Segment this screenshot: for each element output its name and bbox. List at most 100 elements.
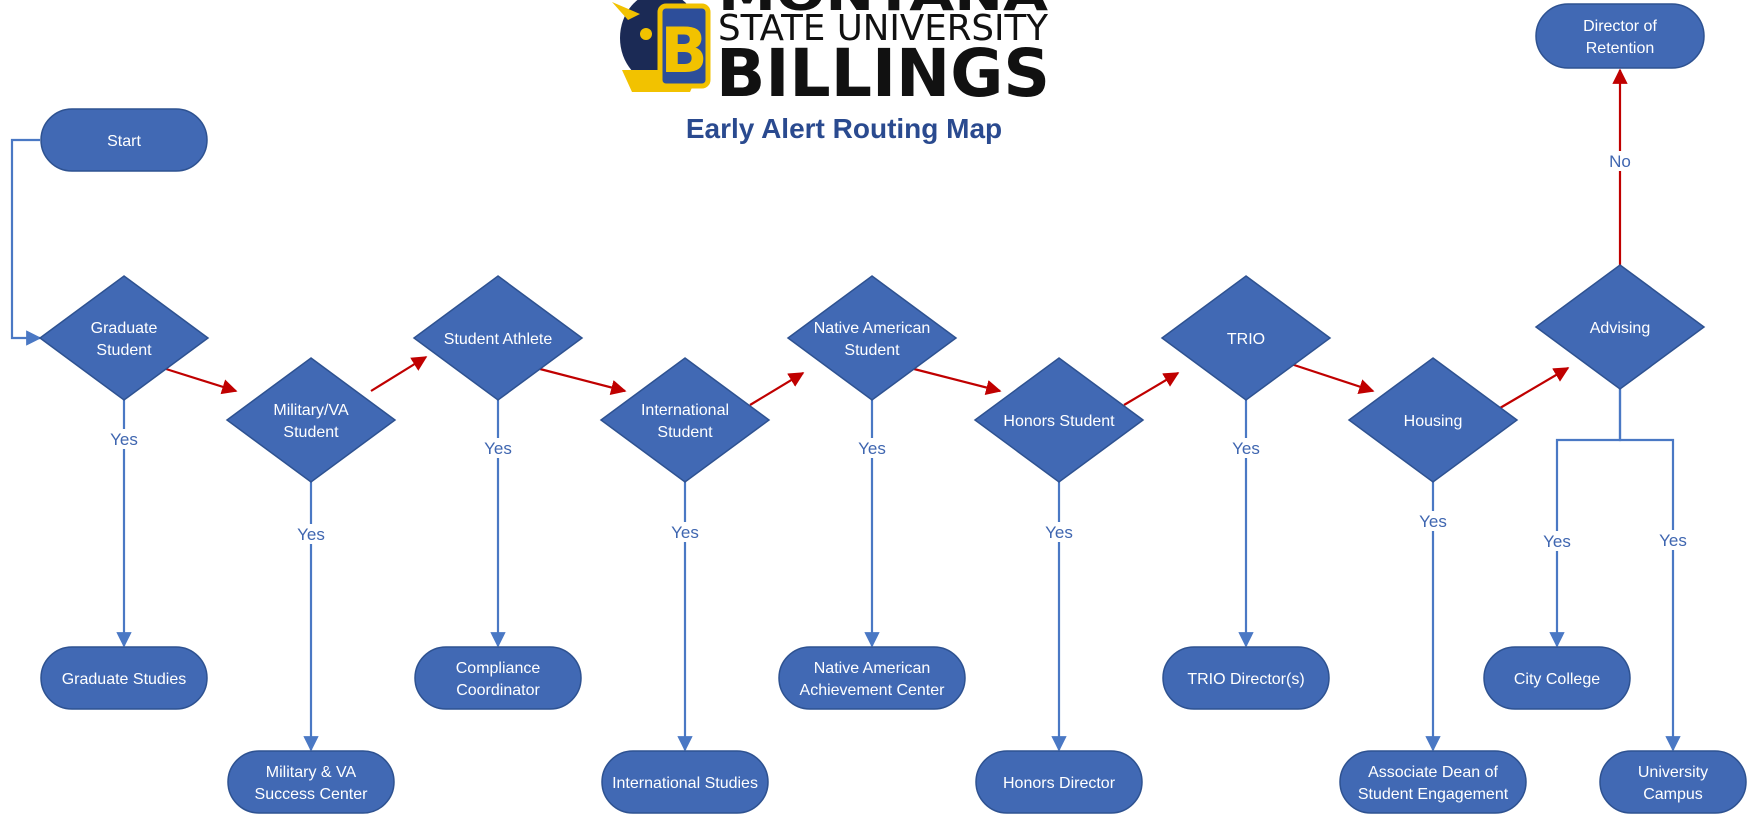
logo-line-montana: MONTANA xyxy=(718,0,1048,21)
edge-graduate-student-to-military-va-student xyxy=(165,367,238,395)
edge-housing-to-associate-dean: Yes xyxy=(1415,482,1451,752)
edge-advising-to-city-college: Yes xyxy=(1539,389,1622,648)
edge-arrow xyxy=(165,367,238,395)
node-label: Director of xyxy=(1583,18,1657,35)
logo-line-billings: BILLINGS xyxy=(716,35,1050,112)
edge-arrow xyxy=(1123,372,1180,406)
edge-label: Yes xyxy=(1543,532,1571,551)
node-label: Campus xyxy=(1643,786,1703,803)
edge-arrow xyxy=(1618,389,1681,752)
node-label: Graduate Studies xyxy=(62,671,187,688)
terminal-pill xyxy=(1483,646,1631,710)
node-label: Success Center xyxy=(255,786,369,803)
node-label: Student xyxy=(283,424,339,441)
node-label: University xyxy=(1638,764,1708,781)
edge-housing-to-advising xyxy=(1499,367,1570,409)
node-label: Advising xyxy=(1590,320,1650,337)
node-label: Student Engagement xyxy=(1358,786,1509,803)
node-international-studies: International Studies xyxy=(601,750,769,814)
node-label: Coordinator xyxy=(456,682,540,699)
decision-diamond xyxy=(412,275,584,401)
edge-native-american-student-to-honors-student xyxy=(913,367,1002,396)
node-advising: Advising xyxy=(1534,264,1706,390)
edge-label: Yes xyxy=(110,430,138,449)
edge-label: No xyxy=(1609,152,1631,171)
edge-student-athlete-to-compliance-coordinator: Yes xyxy=(480,400,516,648)
terminal-pill xyxy=(1339,750,1527,814)
edge-label: Yes xyxy=(484,439,512,458)
edge-international-student-to-native-american-student xyxy=(749,372,805,406)
edge-label: Yes xyxy=(1232,439,1260,458)
node-label: Military & VA xyxy=(266,764,357,781)
edge-arrow xyxy=(749,372,805,406)
node-label: International xyxy=(641,402,729,419)
edge-label: Yes xyxy=(297,525,325,544)
node-start: Start xyxy=(40,108,208,172)
edge-label: Yes xyxy=(671,523,699,542)
terminal-pill xyxy=(778,646,966,710)
edge-honors-student-to-honors-director: Yes xyxy=(1041,482,1077,752)
node-trio: TRIO xyxy=(1160,275,1332,401)
logo-line-state-university: STATE UNIVERSITY xyxy=(718,8,1049,49)
decision-diamond xyxy=(786,275,958,401)
node-label: Student xyxy=(657,424,713,441)
decision-diamond xyxy=(225,357,397,483)
node-label: Start xyxy=(107,133,141,150)
node-label: TRIO xyxy=(1227,331,1265,348)
svg-text:B: B xyxy=(660,14,707,87)
node-label: Student Athlete xyxy=(444,331,553,348)
edge-arrow xyxy=(370,356,428,392)
edge-start-to-graduate-student xyxy=(10,138,42,346)
node-city-college: City College xyxy=(1483,646,1631,710)
terminal-pill xyxy=(1162,646,1330,710)
terminal-pill xyxy=(1535,3,1705,69)
edge-advising-to-director-of-retention: No xyxy=(1602,68,1638,265)
university-logo: B MONTANA STATE UNIVERSITY BILLINGS xyxy=(612,0,1050,112)
edge-advising-to-university-campus: Yes xyxy=(1618,389,1691,752)
node-label: City College xyxy=(1514,671,1600,688)
edge-arrow xyxy=(913,367,1002,396)
edge-trio-to-housing xyxy=(1287,361,1375,394)
edge-native-american-student-to-native-american-achievement-center: Yes xyxy=(854,400,890,648)
edge-international-student-to-international-studies: Yes xyxy=(667,482,703,752)
decision-diamond xyxy=(1534,264,1706,390)
node-trio-directors: TRIO Director(s) xyxy=(1162,646,1330,710)
node-honors-student: Honors Student xyxy=(973,357,1145,483)
node-label: Associate Dean of xyxy=(1368,764,1498,781)
decision-diamond xyxy=(38,275,210,401)
decision-diamond xyxy=(973,357,1145,483)
yellowjacket-b-mascot-icon: B xyxy=(612,0,711,92)
decision-diamond xyxy=(599,357,771,483)
edge-honors-student-to-trio xyxy=(1123,372,1180,406)
edge-student-athlete-to-international-student xyxy=(539,367,627,395)
edge-trio-to-trio-directors: Yes xyxy=(1228,400,1264,648)
node-label: Native American xyxy=(814,320,931,337)
terminal-pill xyxy=(1599,750,1747,814)
terminal-pill xyxy=(975,750,1143,814)
edge-military-va-student-to-military-va-success-center: Yes xyxy=(293,482,329,752)
terminal-pill xyxy=(40,108,208,172)
node-label: Native American xyxy=(814,660,931,677)
node-director-of-retention: Director of Retention xyxy=(1535,3,1705,69)
edge-label: Yes xyxy=(858,439,886,458)
node-housing: Housing xyxy=(1347,357,1519,483)
edge-military-va-student-to-student-athlete xyxy=(370,356,428,392)
edge-label: Yes xyxy=(1045,523,1073,542)
node-associate-dean: Associate Dean of Student Engagement xyxy=(1339,750,1527,814)
node-label: Student xyxy=(844,342,900,359)
decision-diamond xyxy=(1347,357,1519,483)
edge-arrow xyxy=(1287,361,1375,394)
node-label: Honors Director xyxy=(1003,775,1116,792)
node-label: Retention xyxy=(1586,40,1655,57)
node-label: International Studies xyxy=(612,775,758,792)
node-label: Military/VA xyxy=(273,402,349,419)
terminal-pill xyxy=(227,750,395,814)
node-label: Student xyxy=(96,342,152,359)
